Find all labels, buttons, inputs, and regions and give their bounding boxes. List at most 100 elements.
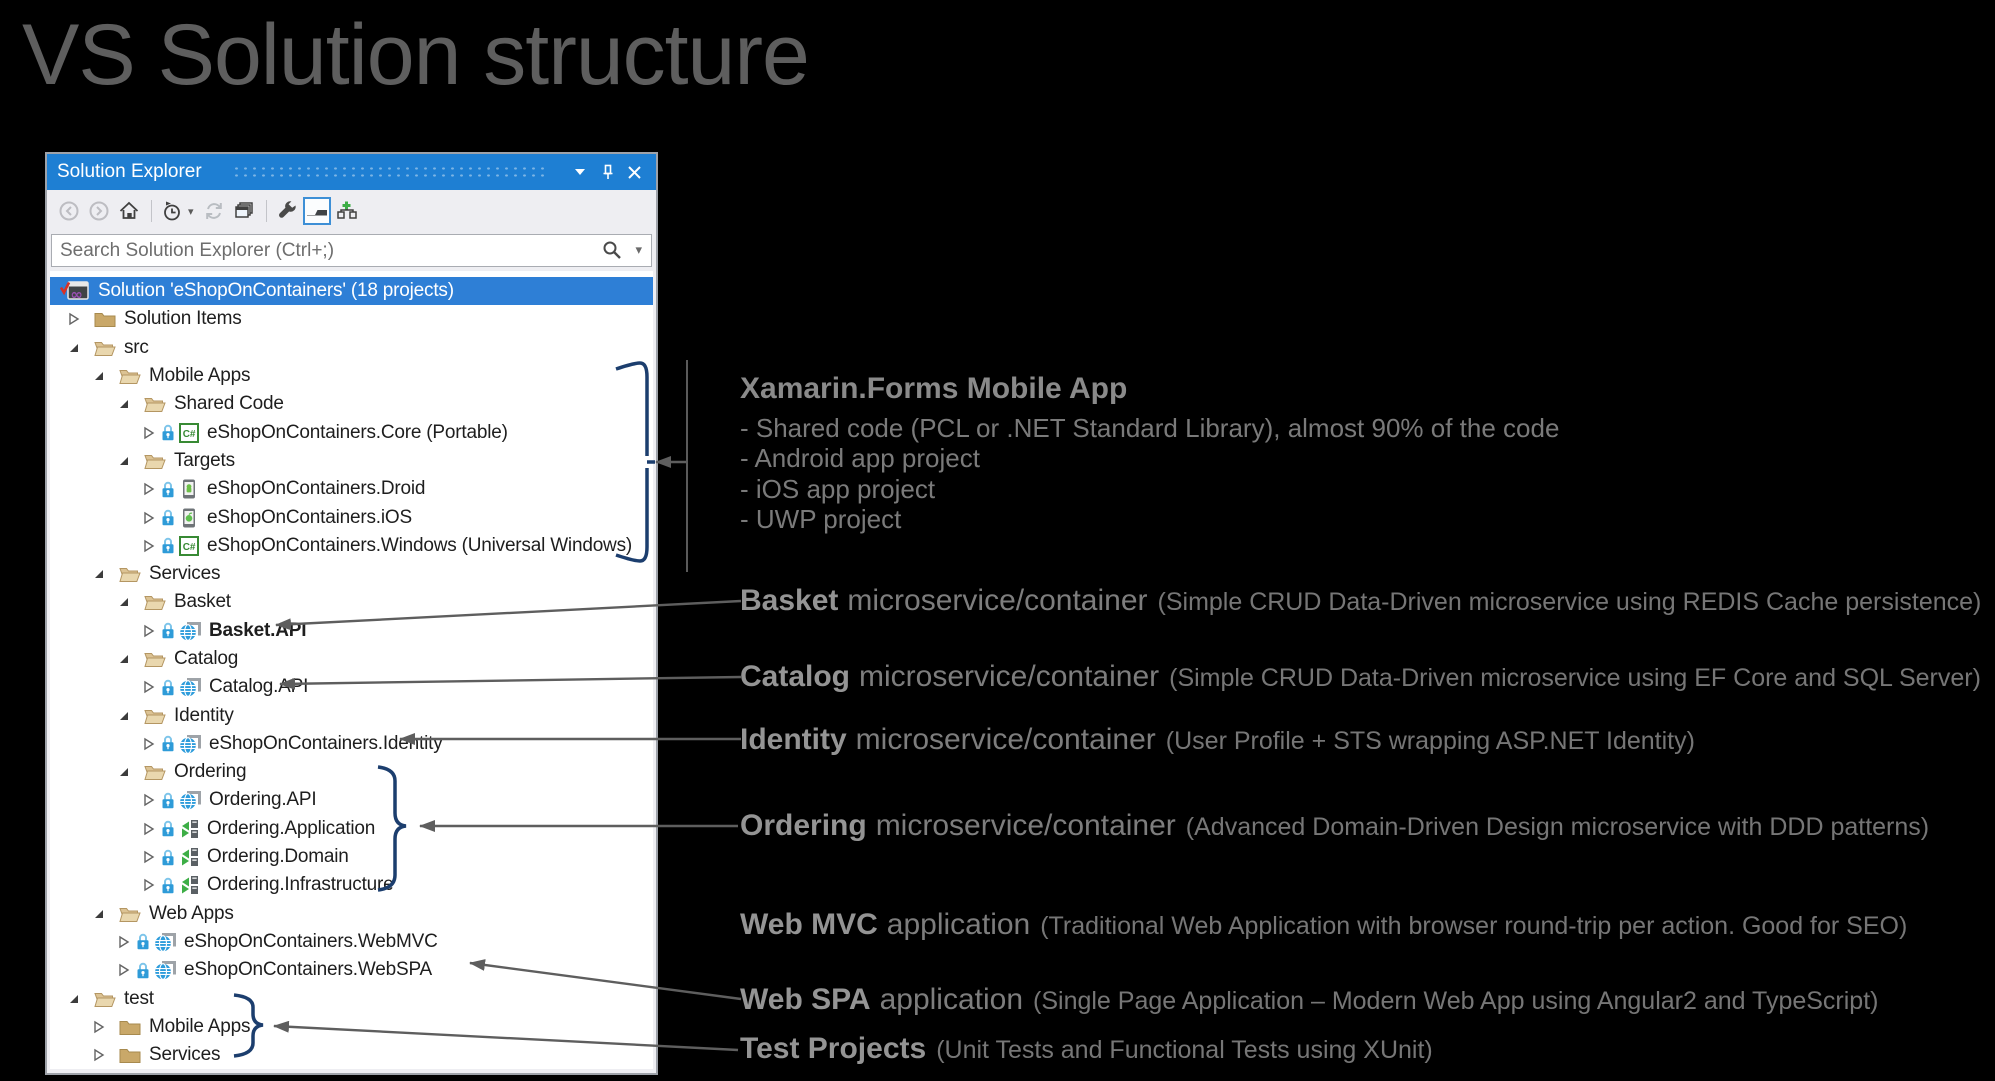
indent — [82, 998, 90, 999]
indent — [50, 998, 66, 999]
expander-collapsed-icon[interactable] — [141, 538, 157, 554]
tree-row[interactable]: Identity — [50, 701, 653, 729]
annotation-bullet: - UWP project — [740, 504, 902, 535]
preview-selected-items-button[interactable] — [230, 197, 258, 225]
tree-row[interactable]: C#eShopOnContainers.Windows (Universal W… — [50, 532, 653, 560]
expander-expanded-icon[interactable] — [91, 566, 107, 582]
tree-row[interactable]: eShopOnContainers.Droid — [50, 475, 653, 503]
tree-row[interactable]: Shared Code — [50, 390, 653, 418]
indent — [50, 828, 141, 829]
expander-collapsed-icon[interactable] — [141, 623, 157, 639]
tree-row[interactable]: Ordering.API — [50, 786, 653, 814]
expander-collapsed-icon[interactable] — [66, 311, 82, 327]
panel-titlebar[interactable]: Solution Explorer — [47, 154, 656, 190]
collapse-all-button[interactable] — [333, 197, 361, 225]
tree-row[interactable]: C#eShopOnContainers.Core (Portable) — [50, 418, 653, 446]
expander-expanded-icon[interactable] — [66, 991, 82, 1007]
annotation-detail: (Traditional Web Application with browse… — [1040, 912, 1908, 940]
search-dropdown-icon[interactable]: ▾ — [635, 242, 642, 257]
annotation-bold: Test Projects — [740, 1032, 927, 1065]
tree-row[interactable]: eShopOnContainers.WebMVC — [50, 928, 653, 956]
chevron-down-icon[interactable] — [570, 162, 590, 182]
expander-expanded-icon[interactable] — [116, 453, 132, 469]
tree-row[interactable]: src — [50, 334, 653, 362]
indent — [50, 602, 116, 603]
expander-collapsed-icon[interactable] — [116, 962, 132, 978]
pin-icon[interactable] — [598, 162, 618, 182]
expander-expanded-icon[interactable] — [116, 764, 132, 780]
expander-collapsed-icon[interactable] — [141, 736, 157, 752]
search-input[interactable] — [51, 234, 652, 267]
annotation-bold: Basket — [740, 584, 839, 617]
expander-collapsed-icon[interactable] — [141, 481, 157, 497]
annotation-bold: Identity — [740, 723, 847, 756]
panel-title: Solution Explorer — [57, 161, 202, 182]
tree-row[interactable]: Mobile Apps — [50, 1013, 653, 1041]
indent — [50, 743, 141, 744]
tree-row[interactable]: Basket.API — [50, 617, 653, 645]
tree-row[interactable]: ∞Solution 'eShopOnContainers' (18 projec… — [50, 277, 653, 306]
sync-with-active-document-button[interactable] — [200, 197, 228, 225]
tree-row[interactable]: Targets — [50, 447, 653, 475]
folder-open-icon — [94, 990, 116, 1008]
expander-collapsed-icon[interactable] — [141, 877, 157, 893]
lock-icon — [161, 820, 175, 837]
search-icon[interactable] — [602, 240, 622, 260]
properties-wrench-button[interactable] — [273, 197, 301, 225]
forward-button[interactable] — [85, 197, 113, 225]
folder-open-icon — [144, 452, 166, 470]
expander-collapsed-icon[interactable] — [116, 934, 132, 950]
tree-row[interactable]: Solution Items — [50, 305, 653, 333]
expander-collapsed-icon[interactable] — [141, 425, 157, 441]
annotation-detail: (User Profile + STS wrapping ASP.NET Ide… — [1165, 727, 1695, 755]
expander-collapsed-icon[interactable] — [141, 510, 157, 526]
indent — [132, 460, 140, 461]
tree-row[interactable]: Ordering.Domain — [50, 843, 653, 871]
filter-dropdown-icon[interactable]: ▾ — [188, 205, 194, 218]
tree-row[interactable]: Web Apps — [50, 900, 653, 928]
tree-row-label: eShopOnContainers.WebSPA — [184, 959, 432, 981]
pending-changes-filter-button[interactable] — [158, 197, 186, 225]
classlib-icon — [179, 847, 199, 867]
tree-row[interactable]: Ordering — [50, 758, 653, 786]
expander-collapsed-icon[interactable] — [141, 821, 157, 837]
tree-row[interactable]: Catalog.API — [50, 673, 653, 701]
expander-expanded-icon[interactable] — [116, 708, 132, 724]
indent — [50, 772, 116, 773]
expander-expanded-icon[interactable] — [116, 396, 132, 412]
show-all-files-button[interactable] — [303, 197, 331, 225]
expander-collapsed-icon[interactable] — [141, 849, 157, 865]
tree-row[interactable]: Catalog — [50, 645, 653, 673]
expander-collapsed-icon[interactable] — [141, 792, 157, 808]
expander-expanded-icon[interactable] — [91, 368, 107, 384]
indent — [107, 376, 115, 377]
tree-row[interactable]: Services — [50, 560, 653, 588]
tree-row[interactable]: Mobile Apps — [50, 362, 653, 390]
expander-expanded-icon[interactable] — [66, 340, 82, 356]
close-icon[interactable] — [624, 162, 644, 182]
titlebar-drag-texture — [232, 165, 546, 180]
tree-row[interactable]: Basket — [50, 588, 653, 616]
tree-row[interactable]: Services — [50, 1041, 653, 1069]
indent — [132, 404, 140, 405]
annotation-bold: Ordering — [740, 809, 867, 842]
lock-icon — [161, 481, 175, 498]
expander-expanded-icon[interactable] — [116, 594, 132, 610]
tree-row[interactable]: Ordering.Application — [50, 815, 653, 843]
expander-collapsed-icon[interactable] — [141, 679, 157, 695]
indent — [50, 489, 141, 490]
expander-collapsed-icon[interactable] — [91, 1019, 107, 1035]
expander-expanded-icon[interactable] — [91, 906, 107, 922]
lock-icon — [161, 877, 175, 894]
back-button[interactable] — [55, 197, 83, 225]
indent — [132, 602, 140, 603]
expander-collapsed-icon[interactable] — [91, 1047, 107, 1063]
tree-row[interactable]: eShopOnContainers.iOS — [50, 503, 653, 531]
tree-row[interactable]: test — [50, 984, 653, 1012]
expander-expanded-icon[interactable] — [116, 651, 132, 667]
lock-icon — [161, 622, 175, 639]
tree-row[interactable]: eShopOnContainers.Identity — [50, 730, 653, 758]
home-button[interactable] — [115, 197, 143, 225]
tree-row[interactable]: Ordering.Infrastructure — [50, 871, 653, 899]
tree-row[interactable]: eShopOnContainers.WebSPA — [50, 956, 653, 984]
